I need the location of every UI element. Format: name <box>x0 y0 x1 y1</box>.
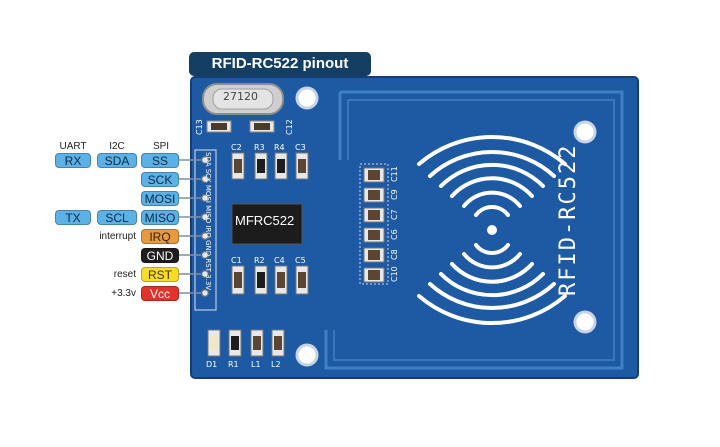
pin-ss: SS <box>141 153 179 168</box>
pin-rx: RX <box>55 153 91 168</box>
label-c11: C11 <box>390 166 399 182</box>
label-c7: C7 <box>390 209 399 220</box>
smd-lower-row <box>207 329 285 357</box>
pin-rst: RST <box>141 267 179 282</box>
label-c2: C2 <box>231 143 242 152</box>
mount-hole-tr <box>573 120 597 144</box>
label-c6: C6 <box>390 229 399 240</box>
label-c1: C1 <box>231 256 242 265</box>
pin-vcc: Vcc <box>141 286 179 301</box>
pin-sda: SDA <box>97 153 137 168</box>
label-l2: L2 <box>271 360 281 369</box>
note-reset: reset <box>113 269 136 280</box>
crystal-top <box>212 88 274 110</box>
smd-bottom-row <box>231 265 309 295</box>
label-r4: R4 <box>274 143 285 152</box>
rf-wave-icon <box>417 135 567 325</box>
brand-label: RFID-RC522 <box>556 143 581 296</box>
note-voltage: +3.3v <box>111 288 136 299</box>
rf-wave-center <box>487 225 497 235</box>
smd-top-row <box>231 152 309 180</box>
chip-label: MFRC522 <box>235 213 295 228</box>
label-c3: C3 <box>295 143 306 152</box>
pin-header-outline <box>194 149 217 311</box>
label-r3: R3 <box>254 143 265 152</box>
label-c8: C8 <box>390 249 399 260</box>
label-d1: D1 <box>206 360 218 369</box>
chip-body <box>231 203 303 245</box>
header-i2c: I2C <box>109 141 125 152</box>
pin-irq: IRQ <box>141 229 179 244</box>
crystal-label: 27120 <box>223 90 258 103</box>
label-r1: R1 <box>228 360 239 369</box>
pin-tx: TX <box>55 210 91 225</box>
mount-hole-br <box>573 310 597 334</box>
note-interrupt: interrupt <box>99 231 136 242</box>
label-r2: R2 <box>254 256 265 265</box>
label-c10: C10 <box>390 266 399 282</box>
label-c9: C9 <box>390 189 399 200</box>
header-spi: SPI <box>152 141 170 152</box>
header-uart: UART <box>59 141 87 152</box>
pin-gnd: GND <box>141 248 179 263</box>
pin-header <box>174 155 210 298</box>
mount-hole-bl <box>295 343 319 367</box>
pin-miso: MISO <box>141 210 179 225</box>
pin-sck: SCK <box>141 172 179 187</box>
label-c13: C13 <box>195 119 204 135</box>
label-l1: L1 <box>251 360 261 369</box>
label-c4: C4 <box>274 256 285 265</box>
label-c5: C5 <box>295 256 306 265</box>
page-title: RFID-RC522 pinout <box>189 52 371 76</box>
antenna-trace-inner <box>333 99 615 361</box>
smd-cap-column <box>359 163 389 285</box>
antenna-trace <box>324 90 624 370</box>
header-silkscreen: SDA SCK MOSI MISO IRQ GND RST 3.3V <box>204 152 212 291</box>
mount-hole-tl <box>295 86 319 110</box>
pin-scl: SCL <box>97 210 137 225</box>
c13-body <box>211 123 227 130</box>
pin-mosi: MOSI <box>141 191 179 206</box>
c12-body <box>254 123 270 130</box>
label-c12: C12 <box>285 119 294 135</box>
